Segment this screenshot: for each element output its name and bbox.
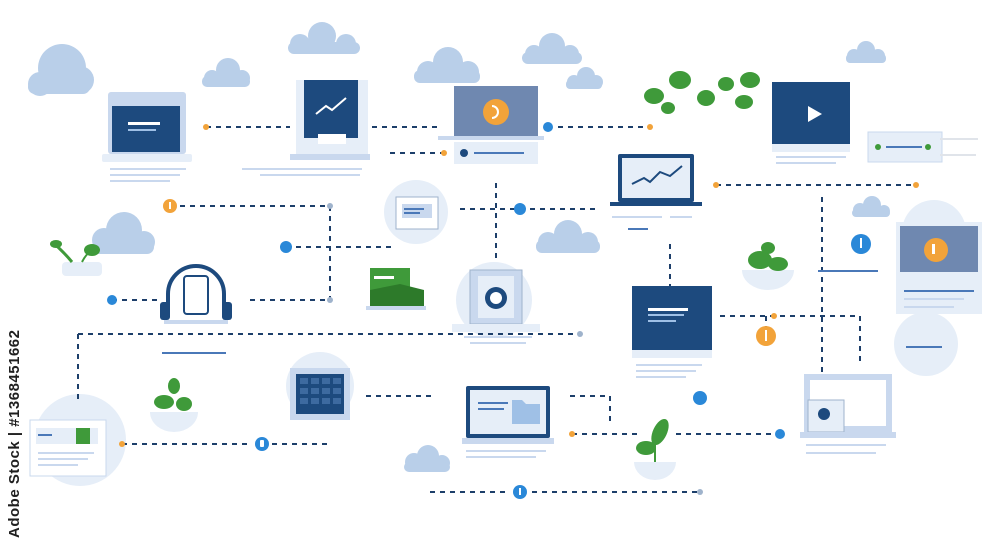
cloud-icon xyxy=(852,196,890,217)
connector-dot-icon xyxy=(441,150,447,156)
caption-lines xyxy=(162,270,936,354)
connector-dot-icon xyxy=(543,122,553,132)
cloud-icon xyxy=(536,220,600,253)
document-icon xyxy=(395,196,439,230)
connector-dot-icon xyxy=(697,489,703,495)
leaf-cluster-icon xyxy=(644,71,760,114)
monitor-icon xyxy=(438,86,544,164)
dot-glyphs xyxy=(169,202,862,495)
play-icon xyxy=(808,106,822,122)
plant-icon xyxy=(742,242,794,290)
clouds xyxy=(28,22,890,472)
cloud-icon xyxy=(566,67,603,89)
folder-icon xyxy=(366,268,426,310)
connector-dot-icon xyxy=(775,429,785,439)
tablet-icon xyxy=(896,222,982,348)
laptop-icon xyxy=(800,374,896,454)
connector-dots xyxy=(107,122,919,499)
connector-dot-icon xyxy=(514,203,526,215)
chart-trend-icon xyxy=(315,97,347,115)
cloud-icon xyxy=(92,212,155,254)
connector-dot-icon xyxy=(577,331,583,337)
cloud-icon xyxy=(414,47,480,83)
cloud-icon xyxy=(28,44,94,96)
plant-icon xyxy=(50,240,102,276)
cloud-icon xyxy=(288,22,360,54)
chart-trend-icon xyxy=(631,165,683,185)
watermark-side-text: Adobe Stock | #1368451662 xyxy=(6,329,23,538)
connector-dot-icon xyxy=(280,241,292,253)
smartphone-icon xyxy=(160,264,232,324)
document-icon xyxy=(29,419,107,477)
connector-dot-icon xyxy=(107,295,117,305)
connector-dot-icon xyxy=(771,313,777,319)
cloud-icon xyxy=(522,33,582,64)
connector-dot-icon xyxy=(693,391,707,405)
cloud-icon xyxy=(846,41,886,63)
connector-dot-icon xyxy=(913,182,919,188)
connector-dot-icon xyxy=(119,441,125,447)
tablet-icon xyxy=(242,80,370,176)
monitor-icon xyxy=(772,82,850,164)
laptop-icon xyxy=(102,92,192,182)
plant-icon xyxy=(634,418,676,480)
connector-dot-icon xyxy=(203,124,209,130)
folder-icon xyxy=(512,400,540,424)
laptop-icon xyxy=(610,154,702,230)
cloud-icon xyxy=(404,445,450,472)
connector-dot-icon xyxy=(327,297,333,303)
connector-dot-icon xyxy=(569,431,575,437)
connector-dot-icon xyxy=(327,203,333,209)
connector-dot-icon xyxy=(647,124,653,130)
monitor-icon xyxy=(452,269,540,344)
connector-lines xyxy=(77,126,916,493)
laptop-icon xyxy=(462,386,554,458)
cloud-icon xyxy=(202,58,250,87)
plant-icon xyxy=(150,378,198,432)
grid-app-icon xyxy=(290,368,350,420)
connector-dot-icon xyxy=(713,182,719,188)
document-icon xyxy=(867,131,978,163)
monitor-icon xyxy=(632,286,712,378)
